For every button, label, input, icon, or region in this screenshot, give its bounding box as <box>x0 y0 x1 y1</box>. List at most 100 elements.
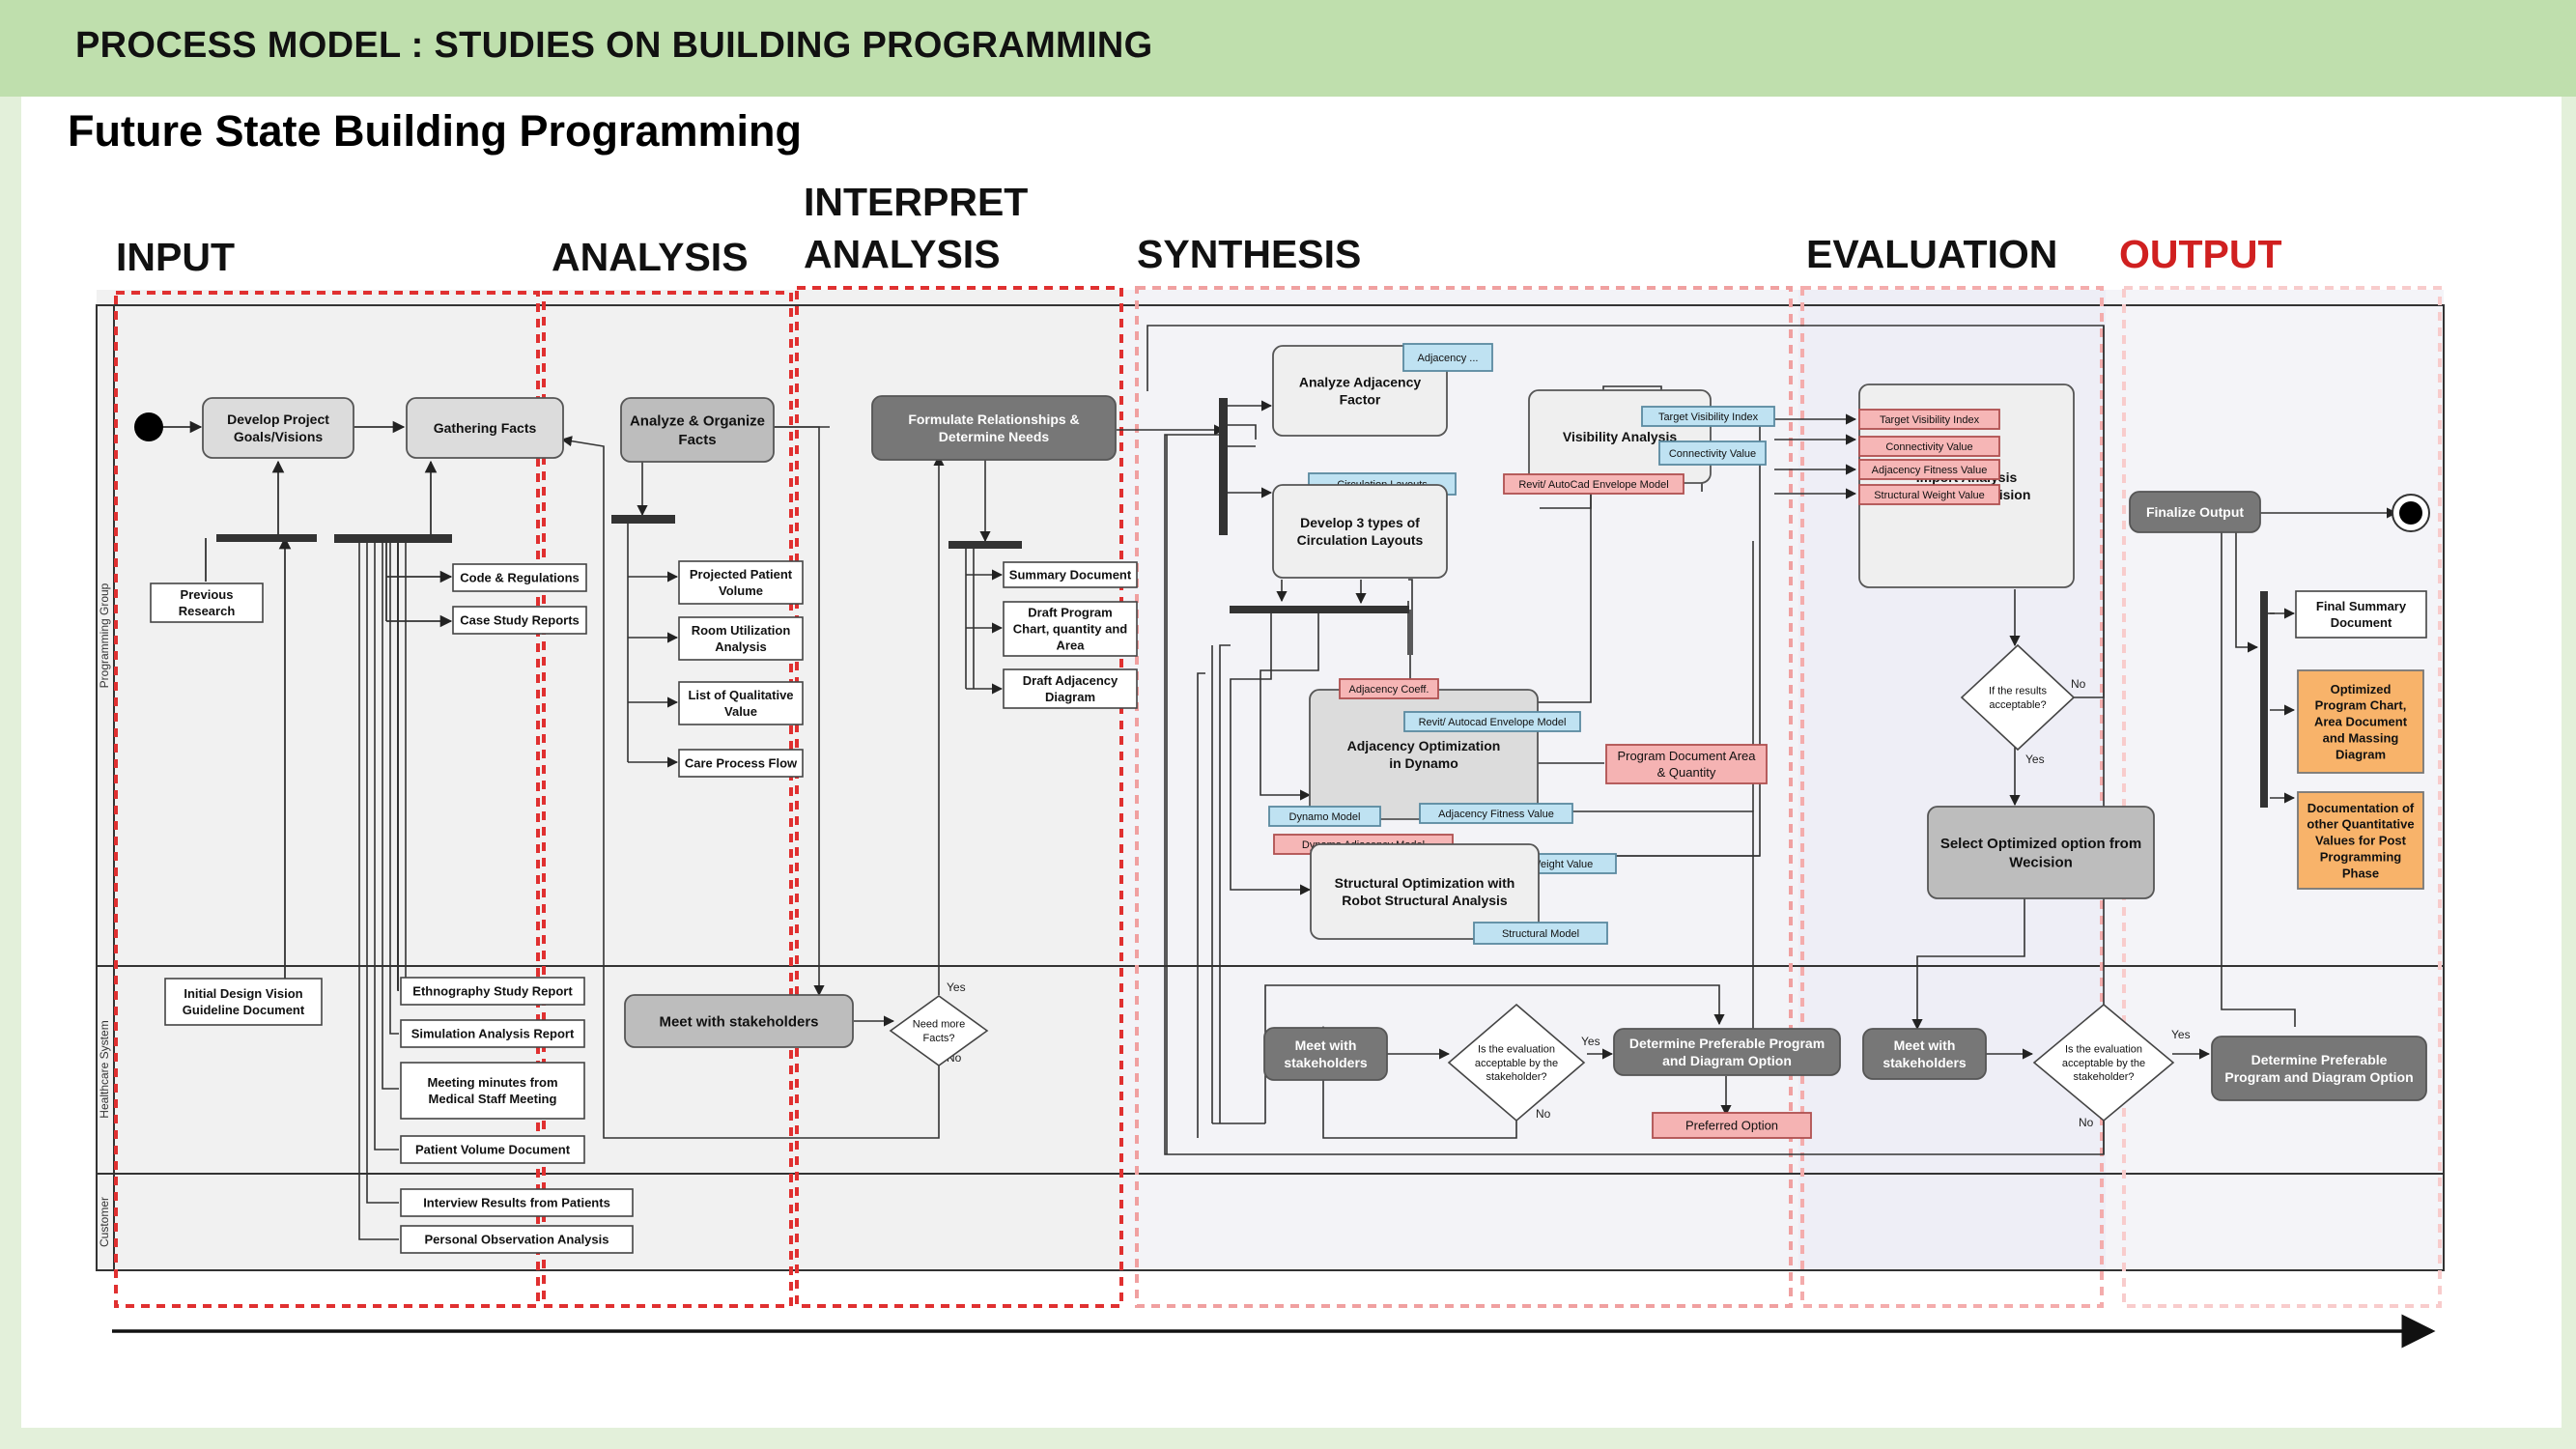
simulation-node-shape <box>400 1019 585 1048</box>
patient-volume-node-label: Patient Volume Document <box>415 1143 571 1157</box>
connectivity-tag-shape <box>1658 440 1767 466</box>
projected-patient-node-shape <box>678 560 804 605</box>
visibility-node-label: Visibility Analysis <box>1563 429 1677 444</box>
dynamo-model-tag-shape <box>1268 806 1381 827</box>
no-label-results: No <box>2071 677 2086 691</box>
case-study-node-label: Case Study Reports <box>460 613 580 628</box>
care-process-node: Care Process Flow <box>678 749 804 778</box>
ev-structural-weight-tag: Structural Weight Value <box>1858 484 2000 505</box>
formulate-node-label: Formulate Relationships &Determine Needs <box>908 412 1079 444</box>
gathering-facts-node-label: Gathering Facts <box>434 420 537 436</box>
formulate-node: Formulate Relationships &Determine Needs <box>871 395 1117 461</box>
draft-program-node-shape <box>1003 601 1138 657</box>
qualitative-value-node-shape <box>678 681 804 725</box>
code-regulations-node-label: Code & Regulations <box>460 571 580 585</box>
ev-adjacency-fitness-tag-label: Adjacency Fitness Value <box>1872 465 1988 476</box>
ev-adjacency-fitness-tag: Adjacency Fitness Value <box>1858 459 2000 480</box>
dynamo-model-tag-label: Dynamo Model <box>1289 811 1361 823</box>
ethnography-node-shape <box>400 977 585 1006</box>
meeting-minutes-node-shape <box>400 1062 585 1120</box>
finalize-output-node-shape <box>2129 491 2261 533</box>
no-label-eval1: No <box>1536 1107 1551 1121</box>
summary-doc-node: Summary Document <box>1003 561 1138 588</box>
ev-target-visibility-tag-label: Target Visibility Index <box>1880 414 1980 426</box>
code-regulations-node-shape <box>452 563 587 592</box>
lane-label-customer: Customer <box>98 1197 111 1247</box>
connectivity-tag: Connectivity Value <box>1658 440 1767 466</box>
documentation-node-shape <box>2297 791 2424 890</box>
visibility-node: Visibility Analysis <box>1528 389 1712 484</box>
meet-stakeholders-1-node-label: Meet with stakeholders <box>659 1013 818 1030</box>
yes-label-results: Yes <box>2025 753 2045 766</box>
phase-interpret-line2: ANALYSIS <box>804 232 1001 276</box>
no-label-eval2: No <box>2079 1116 2094 1129</box>
personal-observation-node: Personal Observation Analysis <box>400 1225 634 1254</box>
decision-labels: Yes No Yes No No Yes Yes No <box>947 677 2191 1129</box>
ev-connectivity-tag: Connectivity Value <box>1858 436 2000 457</box>
dynamo-model-tag: Dynamo Model <box>1268 806 1381 827</box>
preferred-option-node: Preferred Option <box>1652 1112 1812 1139</box>
yes-label-eval2: Yes <box>2171 1028 2191 1041</box>
care-process-node-label: Care Process Flow <box>685 756 798 771</box>
eval-acceptable-2-node-shape <box>2032 1003 2175 1122</box>
simulation-node-label: Simulation Analysis Report <box>411 1027 575 1041</box>
target-visibility-tag-label: Target Visibility Index <box>1658 412 1759 423</box>
revit-envelope-1-tag: Revit/ AutoCad Envelope Model <box>1503 473 1684 495</box>
preferred-option-node-shape <box>1652 1112 1812 1139</box>
ev-connectivity-tag-label: Connectivity Value <box>1885 441 1972 453</box>
flow-lines <box>358 325 2398 1240</box>
select-optimized-node-shape <box>1927 806 2155 899</box>
header-bar: PROCESS MODEL : STUDIES ON BUILDING PROG… <box>0 0 2576 97</box>
adjacency-fitness-tag: Adjacency Fitness Value <box>1419 803 1573 824</box>
ev-structural-weight-tag-shape <box>1858 484 2000 505</box>
ev-adjacency-fitness-tag-shape <box>1858 459 2000 480</box>
phase-input: INPUT <box>116 235 235 279</box>
adjacency-fitness-tag-label: Adjacency Fitness Value <box>1438 809 1554 820</box>
revit-envelope-2-tag-label: Revit/ Autocad Envelope Model <box>1419 717 1567 728</box>
adjacency-tag-label: Adjacency ... <box>1418 353 1479 364</box>
ethnography-node: Ethnography Study Report <box>400 977 585 1006</box>
ev-target-visibility-tag-shape <box>1858 409 2000 430</box>
program-doc-area-node-label: Program Document Area& Quantity <box>1617 749 1756 780</box>
adjacency-coeff-tag: Adjacency Coeff. <box>1339 678 1439 699</box>
finalize-output-node-label: Finalize Output <box>2146 504 2244 520</box>
summary-doc-node-shape <box>1003 561 1138 588</box>
previous-research-node-shape <box>150 582 264 623</box>
gathering-facts-node: Gathering Facts <box>406 397 564 459</box>
lane-label-healthcare: Healthcare System <box>98 1020 111 1118</box>
preferred-option-node-label: Preferred Option <box>1685 1119 1778 1133</box>
meet-stakeholders-2-node-shape <box>1263 1027 1388 1081</box>
phase-output: OUTPUT <box>2119 232 2282 276</box>
target-visibility-tag-shape <box>1641 406 1775 427</box>
develop-layouts-node-shape <box>1272 484 1448 579</box>
page-title: Future State Building Programming <box>68 106 803 156</box>
ev-target-visibility-tag: Target Visibility Index <box>1858 409 2000 430</box>
